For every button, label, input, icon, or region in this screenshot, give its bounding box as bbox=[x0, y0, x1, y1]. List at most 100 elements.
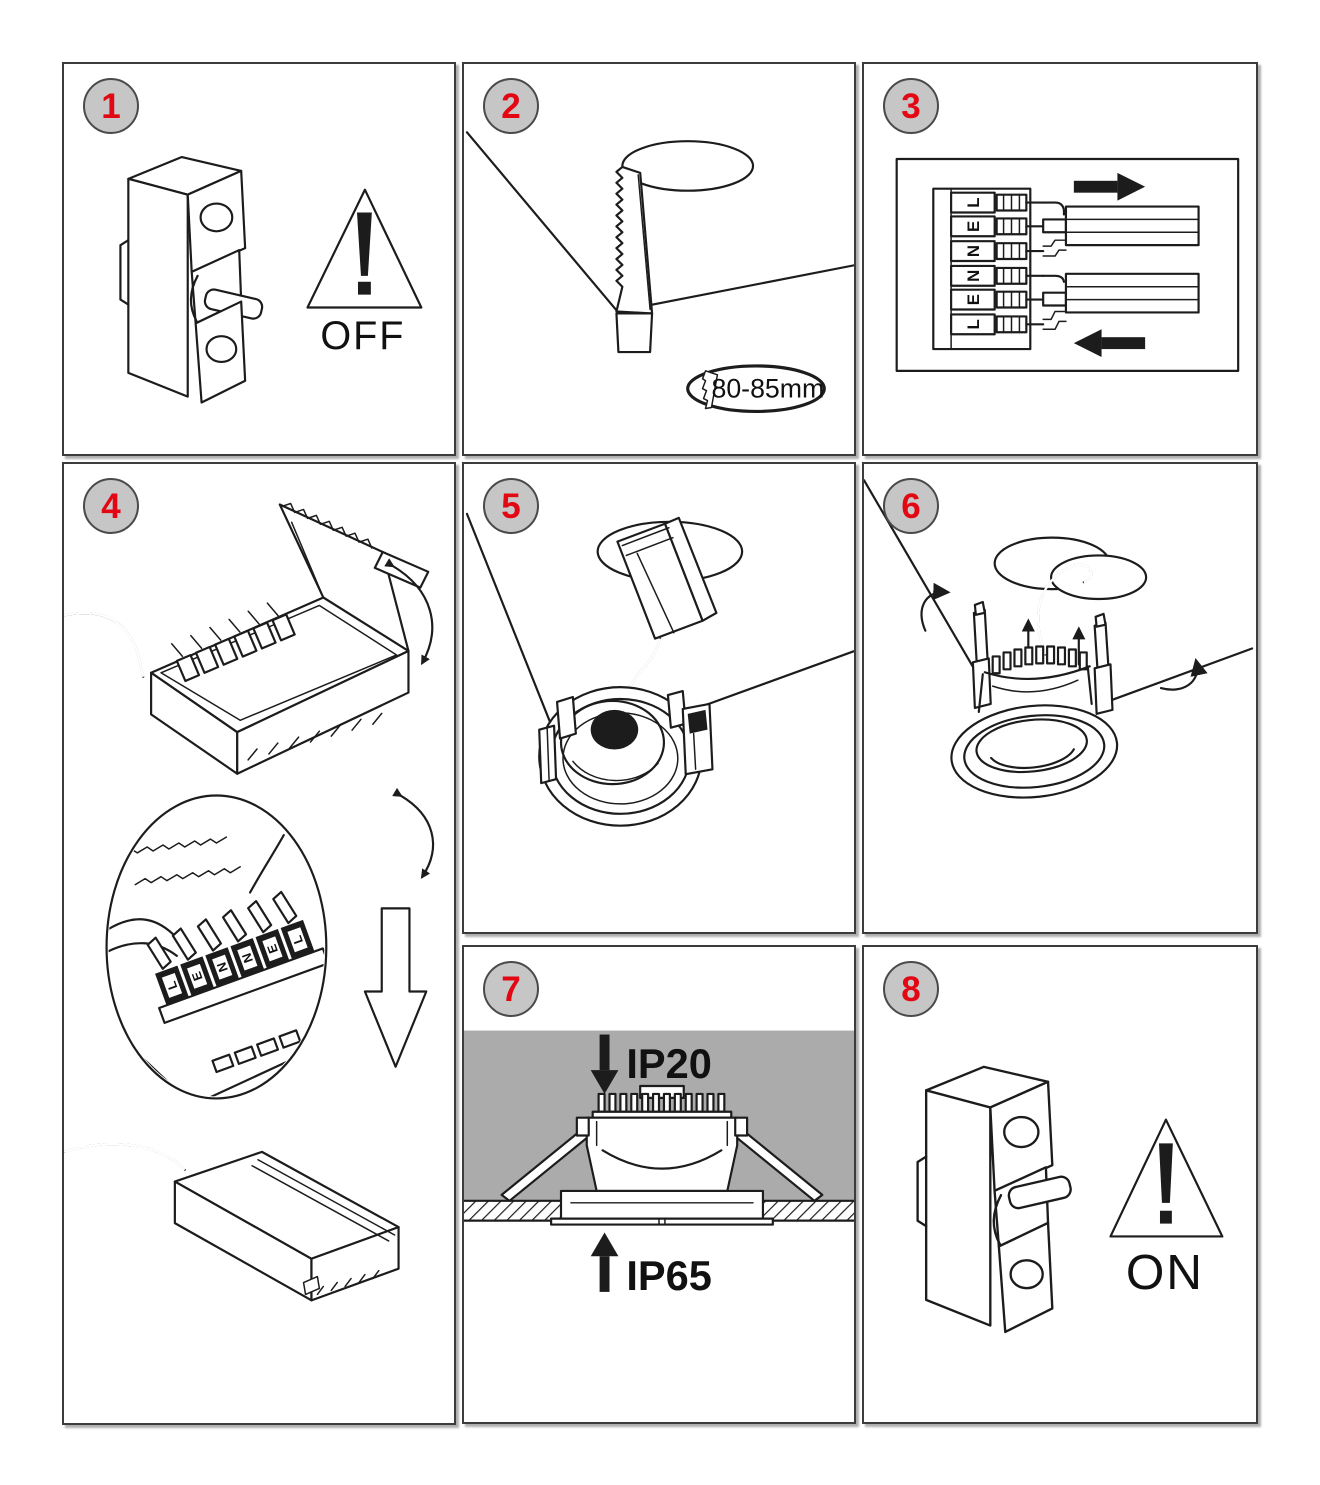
step-3-illustration: L E N bbox=[895, 157, 1240, 372]
ceiling-plane-line bbox=[1105, 647, 1254, 704]
wire bbox=[108, 918, 174, 936]
step-number-badge: 2 bbox=[483, 78, 539, 134]
step-number: 7 bbox=[501, 969, 521, 1009]
reflector bbox=[601, 1149, 723, 1170]
step-number: 1 bbox=[101, 86, 121, 126]
warning-triangle-icon bbox=[1109, 1118, 1224, 1238]
terminal-label: L bbox=[964, 319, 983, 329]
terminal-label: E bbox=[964, 221, 983, 232]
step-2-illustration: 80-85mm bbox=[465, 131, 854, 414]
ceiling-plane-line bbox=[685, 650, 854, 713]
heatsink-fins bbox=[597, 1092, 726, 1113]
on-label: ON bbox=[1126, 1245, 1204, 1300]
step-number-badge: 1 bbox=[83, 78, 139, 134]
step-7-illustration: IP20 bbox=[464, 1030, 854, 1299]
lamp-center bbox=[590, 709, 639, 750]
ip20-rating: IP20 bbox=[590, 1034, 712, 1094]
cable-loop bbox=[1036, 563, 1093, 656]
step-4-illustration: L E N N bbox=[64, 502, 435, 1302]
terminal-label: E bbox=[964, 294, 983, 305]
terminal-block-icon: L E N bbox=[932, 187, 1045, 351]
arrow-left-icon bbox=[1073, 329, 1146, 357]
up-arrow-icon bbox=[599, 1256, 610, 1292]
saw-blade-icon bbox=[701, 370, 719, 410]
panel-step-5: 5 bbox=[462, 462, 856, 934]
step-number-badge: 5 bbox=[483, 478, 539, 534]
wire bbox=[249, 834, 285, 894]
hollow-down-arrow-icon bbox=[363, 907, 428, 1068]
connecting-cable bbox=[628, 637, 662, 690]
magnifier-circle-icon bbox=[105, 794, 328, 1100]
spring-clip-left bbox=[555, 695, 577, 740]
step-number: 2 bbox=[501, 86, 521, 126]
downlight-pushup-icon bbox=[950, 600, 1119, 799]
curved-arrow-icon bbox=[384, 558, 434, 666]
ip65-label: IP65 bbox=[626, 1252, 712, 1299]
arrow-right-icon bbox=[1073, 172, 1146, 201]
step-number: 4 bbox=[101, 486, 121, 526]
driver-box-closed-icon bbox=[64, 1142, 400, 1302]
step-number-badge: 7 bbox=[483, 961, 539, 1017]
neutral-wire bbox=[1042, 310, 1067, 331]
driver-into-hole-icon bbox=[616, 516, 718, 640]
step-number-badge: 3 bbox=[883, 78, 939, 134]
vent-slots bbox=[211, 1029, 302, 1074]
cutout-disc-ellipse bbox=[1050, 554, 1148, 601]
hole-diameter-badge: 80-85mm bbox=[686, 364, 826, 414]
ip65-rating: IP65 bbox=[590, 1232, 712, 1299]
terminal-label: N bbox=[964, 270, 983, 282]
step-number-badge: 6 bbox=[883, 478, 939, 534]
panel-step-4: 4 bbox=[62, 462, 456, 1425]
neutral-wire bbox=[1042, 239, 1067, 257]
rotate-arrow-left-icon bbox=[920, 582, 951, 632]
circuit-breaker-icon bbox=[916, 1065, 1072, 1334]
panel-step-1: 1 OFF bbox=[62, 62, 456, 456]
spring-clip-right bbox=[1093, 621, 1110, 673]
downlight-icon bbox=[538, 686, 714, 827]
earth-wire bbox=[1042, 218, 1068, 234]
hole-diameter-label: 80-85mm bbox=[711, 374, 824, 404]
heatsink-fins bbox=[991, 645, 1088, 675]
step-number: 5 bbox=[501, 486, 521, 526]
bezel bbox=[559, 1189, 765, 1220]
panel-step-8: 8 ON bbox=[862, 945, 1258, 1424]
earth-wire bbox=[1042, 291, 1068, 307]
terminal-label: L bbox=[964, 197, 983, 207]
step-number: 6 bbox=[901, 486, 921, 526]
mains-cable-top bbox=[1042, 201, 1200, 257]
breaker-toggle-on bbox=[1007, 1175, 1072, 1210]
magnified-terminal-detail: L E N N bbox=[108, 834, 325, 1097]
mains-cable-bottom bbox=[1042, 272, 1200, 331]
terminal-rows: L E N bbox=[950, 191, 1045, 336]
curved-arrow-icon bbox=[392, 787, 435, 879]
vent-fins bbox=[247, 712, 383, 761]
driver-cap bbox=[639, 1084, 685, 1099]
warning-triangle-icon bbox=[306, 188, 423, 309]
rotate-arrow-right-icon bbox=[1159, 658, 1208, 691]
off-label: OFF bbox=[320, 314, 405, 358]
ceiling-plane-line bbox=[864, 479, 979, 677]
driver-box-open-icon bbox=[64, 502, 430, 775]
terminal-strip bbox=[170, 602, 296, 683]
panel-step-2: 2 80-85mm bbox=[462, 62, 856, 456]
step-1-illustration: OFF bbox=[119, 155, 423, 404]
step-6-illustration bbox=[864, 479, 1254, 799]
latch bbox=[302, 1275, 321, 1296]
step-5-illustration bbox=[465, 512, 854, 827]
ip20-label: IP20 bbox=[626, 1040, 712, 1087]
wire bbox=[108, 942, 178, 957]
circuit-breaker-icon bbox=[119, 155, 264, 404]
spring-clip-left bbox=[972, 608, 989, 667]
step-number: 3 bbox=[901, 86, 921, 126]
panel-step-3: 3 L bbox=[862, 62, 1258, 456]
installed-downlight-cross-section bbox=[500, 1084, 824, 1226]
step-number-badge: 4 bbox=[83, 478, 139, 534]
inner-shadow-arc bbox=[990, 748, 1075, 770]
panel-step-7: 7 IP20 bbox=[462, 945, 856, 1424]
ceiling-plane-line bbox=[465, 512, 555, 731]
step-8-illustration: ON bbox=[916, 1065, 1224, 1334]
step-number-badge: 8 bbox=[883, 961, 939, 1017]
vent-fins bbox=[316, 1269, 380, 1296]
panel-step-6: 6 bbox=[862, 462, 1258, 934]
